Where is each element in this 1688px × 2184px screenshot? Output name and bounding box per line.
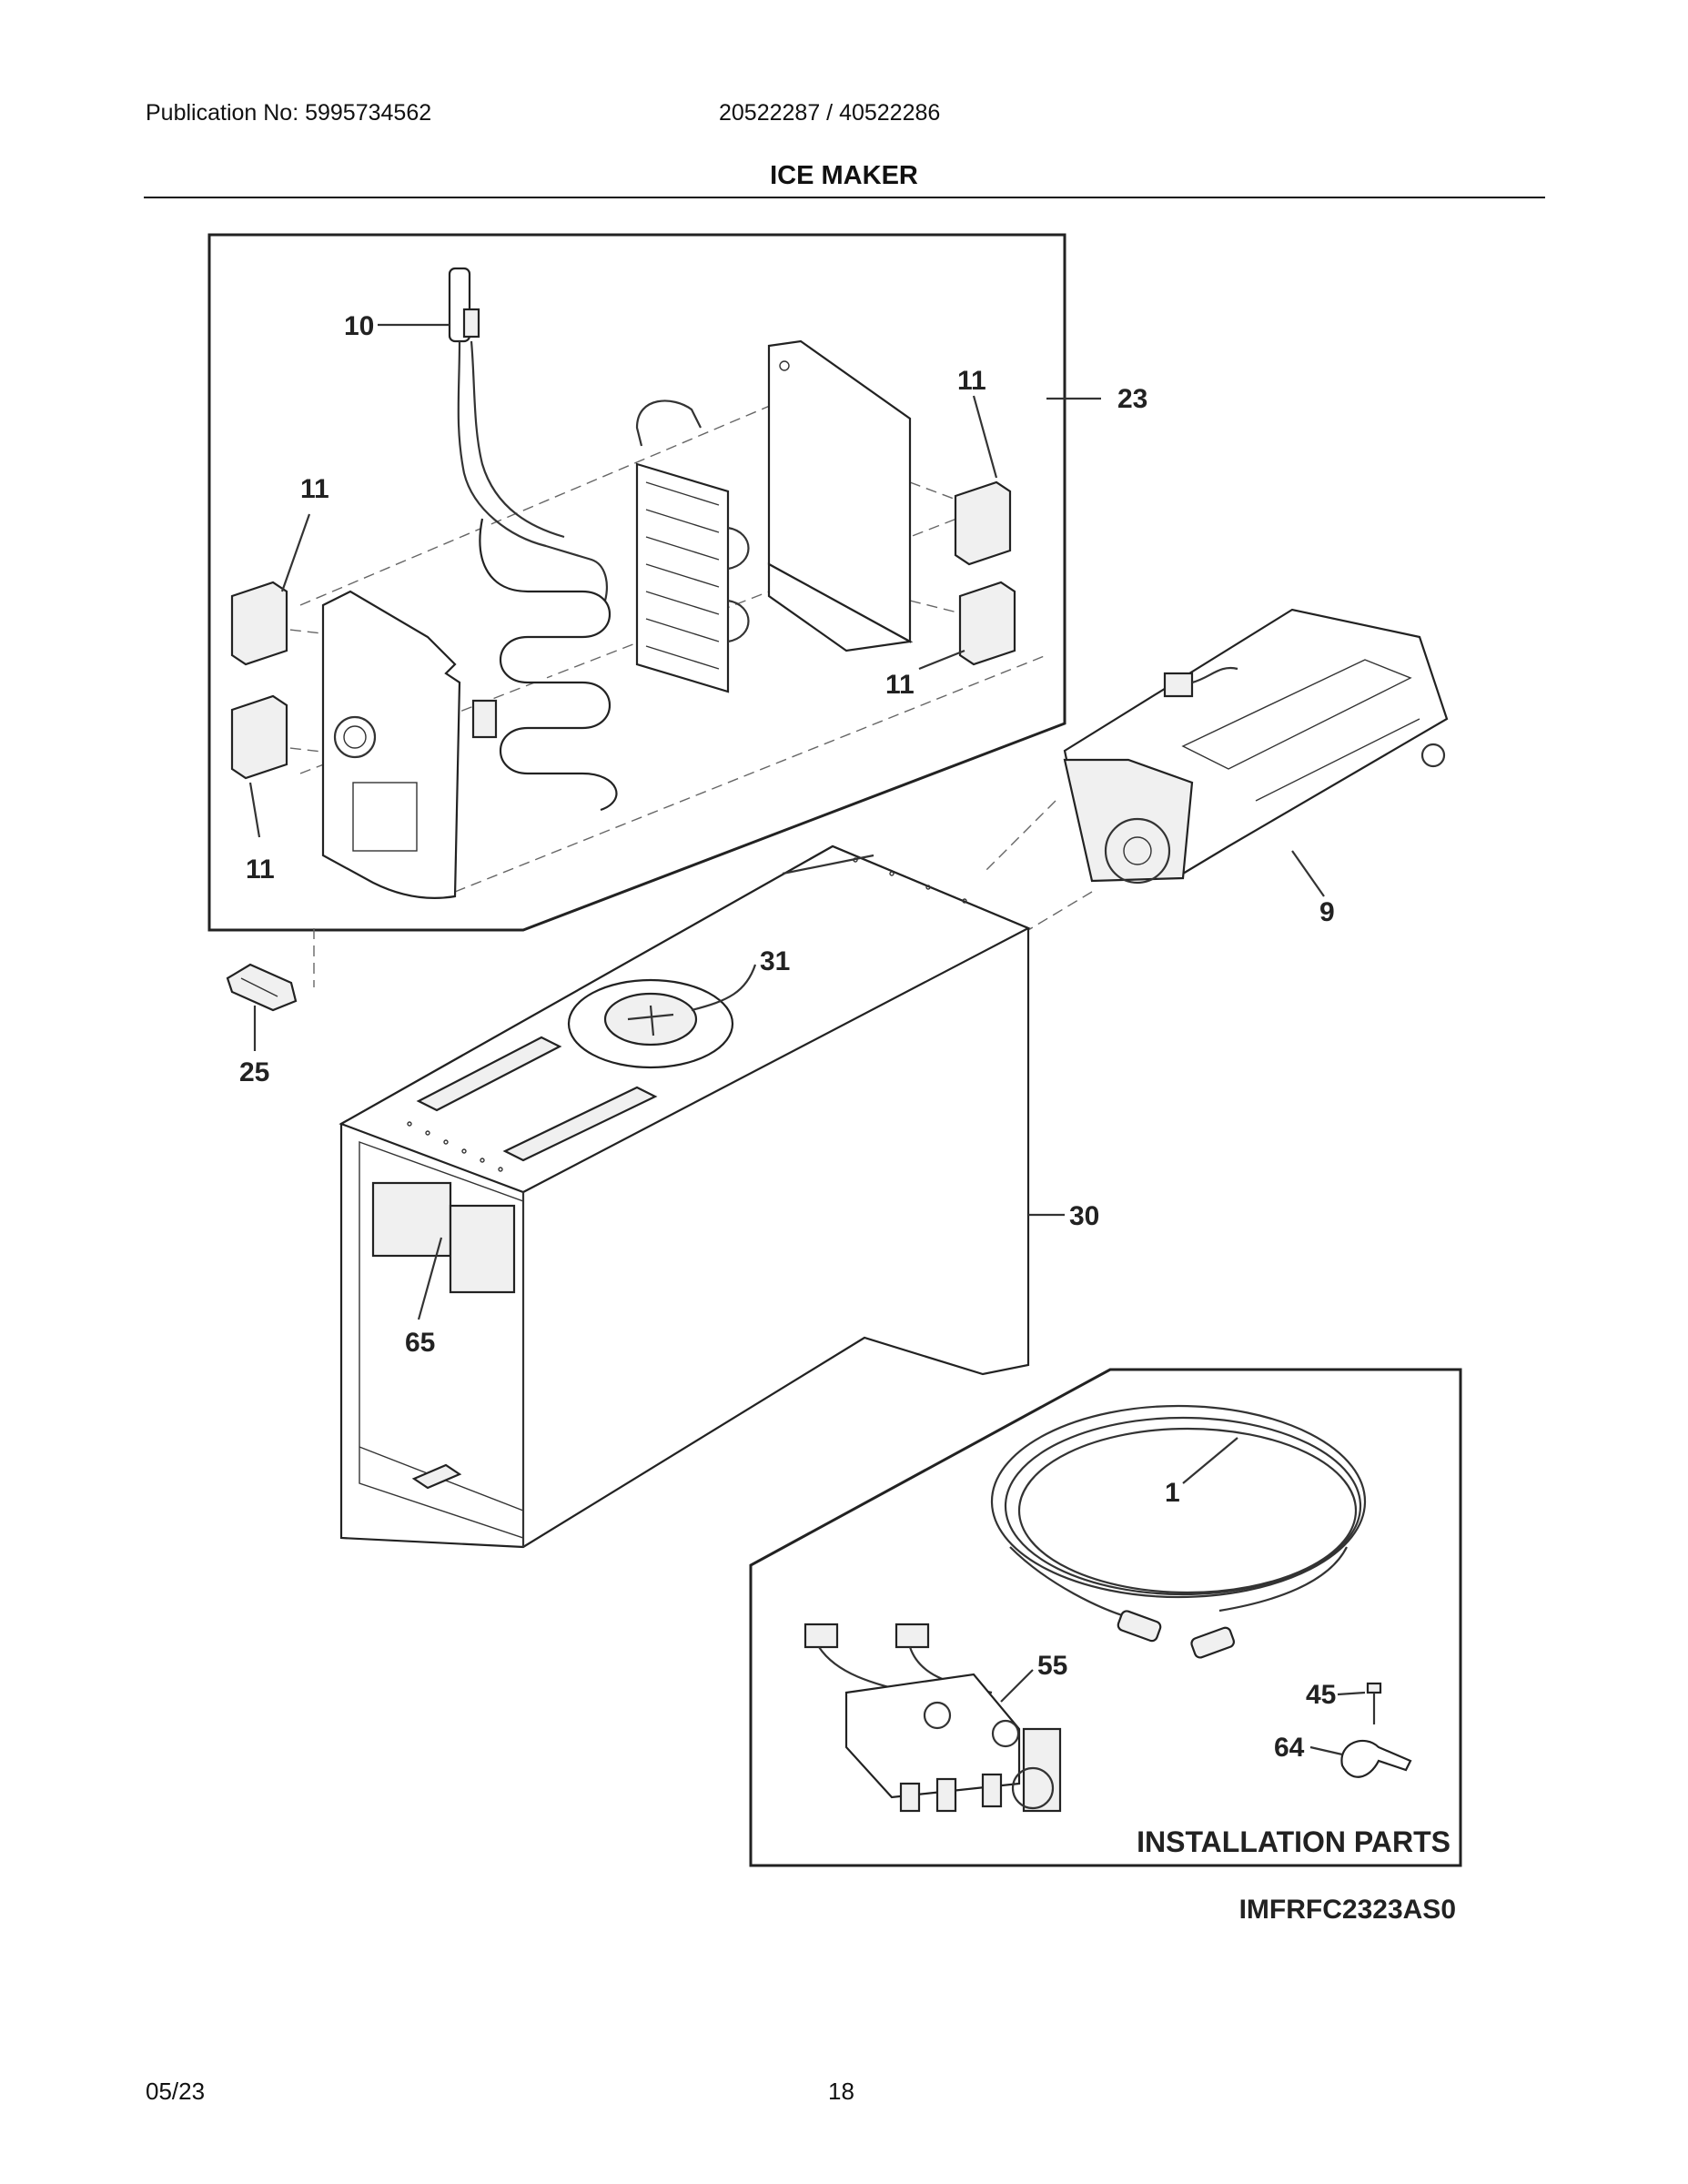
callout-30: 30 xyxy=(1069,1201,1099,1231)
callout-11-upper-left: 11 xyxy=(300,474,329,504)
part-31-fan xyxy=(567,978,734,1069)
model-numbers: 20522287 / 40522286 xyxy=(719,100,941,126)
installation-parts-label: INSTALLATION PARTS xyxy=(1137,1825,1450,1858)
callout-23: 23 xyxy=(1117,384,1147,414)
part-45-screw xyxy=(1366,1682,1382,1724)
clip-11-top-right xyxy=(954,480,1012,566)
footer-date: 05/23 xyxy=(146,2078,206,2105)
callout-25: 25 xyxy=(239,1057,269,1087)
part-25-clip xyxy=(226,963,298,1012)
diagram-code: IMFRFC2323AS0 xyxy=(1239,1895,1456,1925)
clip-11-lower-left xyxy=(230,694,288,780)
assembly-23-frame xyxy=(207,233,1066,932)
bracket-panel xyxy=(767,339,914,652)
callout-31: 31 xyxy=(760,946,790,976)
part-64-clamp xyxy=(1340,1739,1412,1778)
callout-55: 55 xyxy=(1037,1651,1067,1681)
header-rule xyxy=(144,197,1545,198)
installation-parts-frame xyxy=(749,1368,1462,1867)
callout-9: 9 xyxy=(1319,897,1335,927)
callout-11-top-right: 11 xyxy=(957,366,986,396)
callout-11-mid-right: 11 xyxy=(885,670,915,700)
part-9-icemaker xyxy=(1063,608,1449,885)
callout-10: 10 xyxy=(344,311,374,341)
clip-11-mid-right xyxy=(958,581,1016,666)
heater-grid xyxy=(635,399,750,693)
callout-65: 65 xyxy=(405,1328,435,1358)
page-title: ICE MAKER xyxy=(770,161,918,190)
clip-11-upper-left xyxy=(230,581,288,666)
part-30-housing xyxy=(339,844,1031,1549)
evaporator-coil xyxy=(471,518,618,812)
callout-1: 1 xyxy=(1165,1478,1180,1508)
callout-45: 45 xyxy=(1306,1680,1336,1710)
callout-11-lower-left: 11 xyxy=(246,854,275,885)
part-55-water-valve xyxy=(804,1623,1062,1813)
publication-number: Publication No: 5995734562 xyxy=(146,100,432,126)
part-10-tube xyxy=(448,267,608,602)
callout-64: 64 xyxy=(1274,1733,1305,1763)
part-1-water-line xyxy=(990,1404,1367,1659)
left-shroud xyxy=(321,590,461,899)
page-number: 18 xyxy=(828,2078,854,2105)
